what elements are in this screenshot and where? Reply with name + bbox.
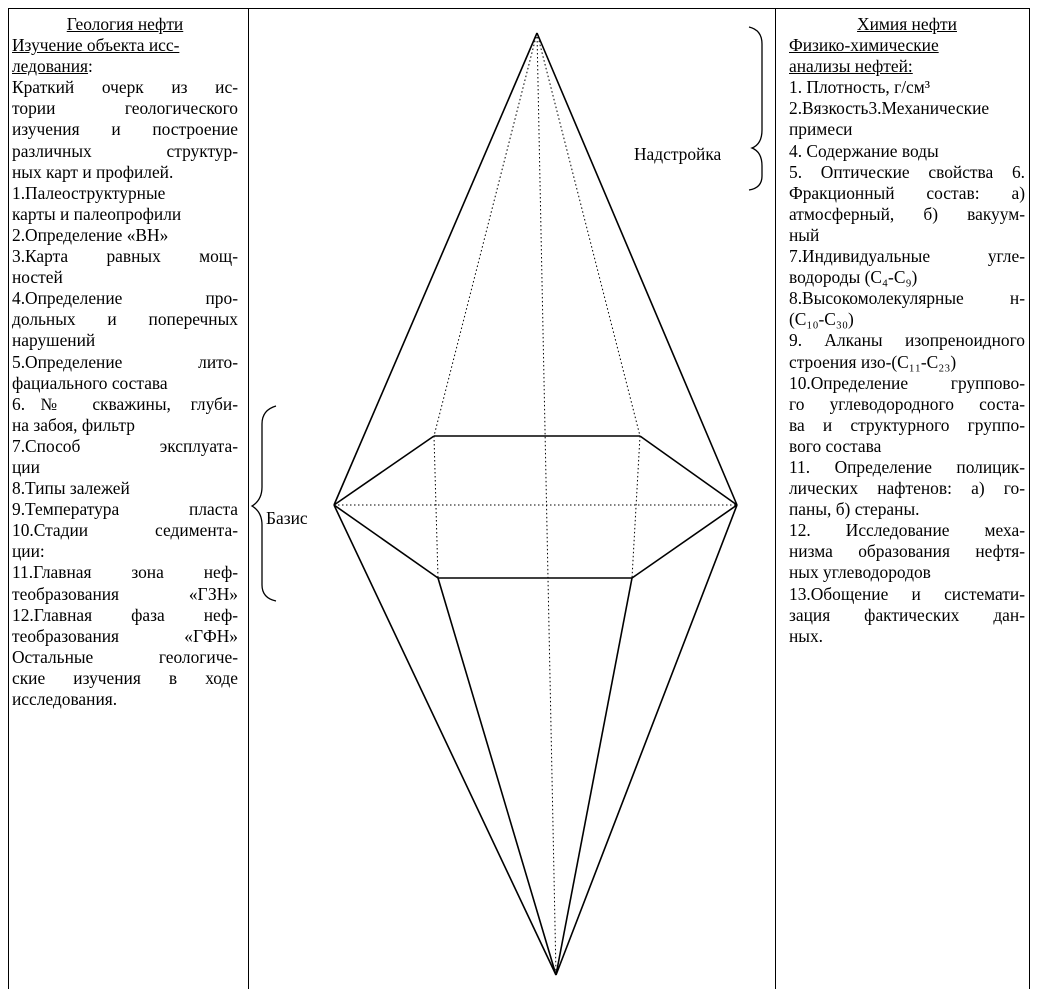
chemistry-line: 11. Определение полицик- bbox=[789, 456, 1025, 477]
geology-line: 6.№ скважины, глуби- bbox=[12, 393, 238, 414]
geology-line: ские изучения в ходе bbox=[12, 667, 238, 688]
chemistry-line: строения изо-(С₁₁-С₂₃) bbox=[789, 351, 957, 372]
edge-apex-left bbox=[333, 32, 538, 506]
geology-line: Остальные геологиче- bbox=[12, 646, 238, 667]
brace-top-icon bbox=[748, 26, 763, 191]
geology-line: 10.Стадии седимента- bbox=[12, 520, 238, 541]
geology-line: исследования. bbox=[12, 689, 118, 709]
geology-line: изучения и построение bbox=[12, 119, 238, 140]
chemistry-line: 7.Индивидуальные угле- bbox=[789, 246, 1025, 267]
geology-line: 9.Температура пласта bbox=[12, 499, 238, 520]
chemistry-subheading-1: Физико-химические bbox=[789, 35, 939, 56]
edge-apex-right bbox=[536, 32, 738, 506]
chemistry-line: 12. Исследование меха- bbox=[789, 520, 1025, 541]
geology-subheading-2: ледования bbox=[12, 56, 89, 77]
edge-bottom-left bbox=[333, 504, 557, 976]
chemistry-subheading-2: анализы нефтей: bbox=[789, 56, 913, 77]
geology-line: 7.Способ эксплуата- bbox=[12, 435, 238, 456]
chemistry-line: ных. bbox=[789, 625, 824, 646]
edge-bottom-right bbox=[555, 504, 738, 976]
chemistry-heading: Химия нефти bbox=[857, 14, 957, 34]
geology-line: 11.Главная зона неф- bbox=[12, 562, 238, 583]
edge-left-upper bbox=[333, 435, 435, 506]
hidden-edge-topleft-bottom bbox=[433, 435, 439, 579]
geology-line: нарушений bbox=[12, 330, 96, 351]
superstructure-label: Надстройка bbox=[634, 144, 722, 164]
geology-line: ностей bbox=[12, 267, 63, 288]
geology-line: 12.Главная фаза неф- bbox=[12, 604, 238, 625]
geology-list: Краткий очерк из ис-тории геологического… bbox=[12, 77, 238, 710]
chemistry-line: зация фактических дан- bbox=[789, 604, 1025, 625]
geology-line: 2.Определение «ВН» bbox=[12, 224, 169, 245]
chemistry-line: (С₁₀-С₃₀) bbox=[789, 309, 854, 330]
geology-line: ции bbox=[12, 456, 40, 477]
geology-line: различных структур- bbox=[12, 140, 238, 161]
page-frame bbox=[8, 8, 1030, 989]
geology-line: карты и палеопрофили bbox=[12, 203, 182, 224]
geology-line: 5.Определение лито- bbox=[12, 351, 238, 372]
geology-line: 4.Определение про- bbox=[12, 288, 238, 309]
edge-lower-left-to-bottom bbox=[437, 577, 557, 976]
chemistry-line: ва и структурного группо- bbox=[789, 414, 1025, 435]
right-divider bbox=[775, 8, 776, 989]
chemistry-line: ный bbox=[789, 224, 820, 245]
geology-line: 8.Типы залежей bbox=[12, 478, 130, 499]
geology-line: 3.Карта равных мощ- bbox=[12, 246, 238, 267]
chemistry-line: го углеводородного соста- bbox=[789, 393, 1025, 414]
chemistry-line: 4. Содержание воды bbox=[789, 140, 939, 161]
brace-base-icon bbox=[250, 405, 277, 602]
edge-right-upper bbox=[639, 435, 738, 506]
edge-left-lower bbox=[333, 504, 439, 579]
chemistry-line: паны, б) стераны. bbox=[789, 499, 920, 520]
chemistry-line: примеси bbox=[789, 119, 853, 140]
chemistry-line: 10.Определение группово- bbox=[789, 372, 1025, 393]
chemistry-line: 8.Высокомолекулярные н- bbox=[789, 288, 1025, 309]
geology-subheading-1: Изучение объекта исс- bbox=[12, 35, 180, 56]
chemistry-line: 2.Вязкость3.Механические bbox=[789, 98, 990, 119]
chemistry-line: вого состава bbox=[789, 435, 882, 456]
left-divider bbox=[248, 8, 249, 989]
geology-line: фациального состава bbox=[12, 372, 168, 393]
chemistry-line: 13.Обощение и системати- bbox=[789, 583, 1025, 604]
geology-line: ных карт и профилей. bbox=[12, 161, 174, 182]
geology-line: на забоя, фильтр bbox=[12, 414, 135, 435]
geology-line: ции: bbox=[12, 541, 45, 562]
chemistry-line: Фракционный состав: а) bbox=[789, 182, 1025, 203]
chemistry-line: атмосферный, б) вакуум- bbox=[789, 203, 1025, 224]
geology-column: Геология нефти Изучение объекта исс- лед… bbox=[12, 14, 238, 710]
hidden-edge-topright-bottom bbox=[631, 435, 641, 579]
chemistry-line: 9. Алканы изопреноидного bbox=[789, 330, 1025, 351]
hidden-edge-center-bottom bbox=[536, 32, 557, 976]
geology-subheading-colon: : bbox=[88, 56, 93, 77]
hidden-edge-apex-topright bbox=[536, 32, 641, 437]
geology-line: тории геологического bbox=[12, 98, 238, 119]
geology-heading: Геология нефти bbox=[66, 14, 184, 34]
chemistry-line: водороды (С₄-С₉) bbox=[789, 267, 918, 288]
geology-line: 1.Палеоструктурные bbox=[12, 182, 166, 203]
geology-line: дольных и поперечных bbox=[12, 309, 238, 330]
chemistry-line: лических нафтенов: а) го- bbox=[789, 478, 1025, 499]
chemistry-line: 5. Оптические свойства 6. bbox=[789, 161, 1025, 182]
base-label: Базис bbox=[266, 508, 308, 528]
geology-line: теобразования «ГЗН» bbox=[12, 583, 238, 604]
edge-right-lower bbox=[631, 504, 738, 579]
chemistry-column: Химия нефти Физико-химические анализы не… bbox=[789, 14, 1025, 647]
chemistry-line: низма образования нефтя- bbox=[789, 541, 1025, 562]
chemistry-line: ных углеводородов bbox=[789, 562, 931, 583]
edge-lower-right-to-bottom bbox=[555, 577, 633, 976]
geology-line: теобразования «ГФН» bbox=[12, 625, 238, 646]
hidden-edge-apex-topleft bbox=[433, 32, 538, 437]
geology-line: Краткий очерк из ис- bbox=[12, 77, 238, 98]
chemistry-line: 1. Плотность, г/см³ bbox=[789, 77, 930, 98]
